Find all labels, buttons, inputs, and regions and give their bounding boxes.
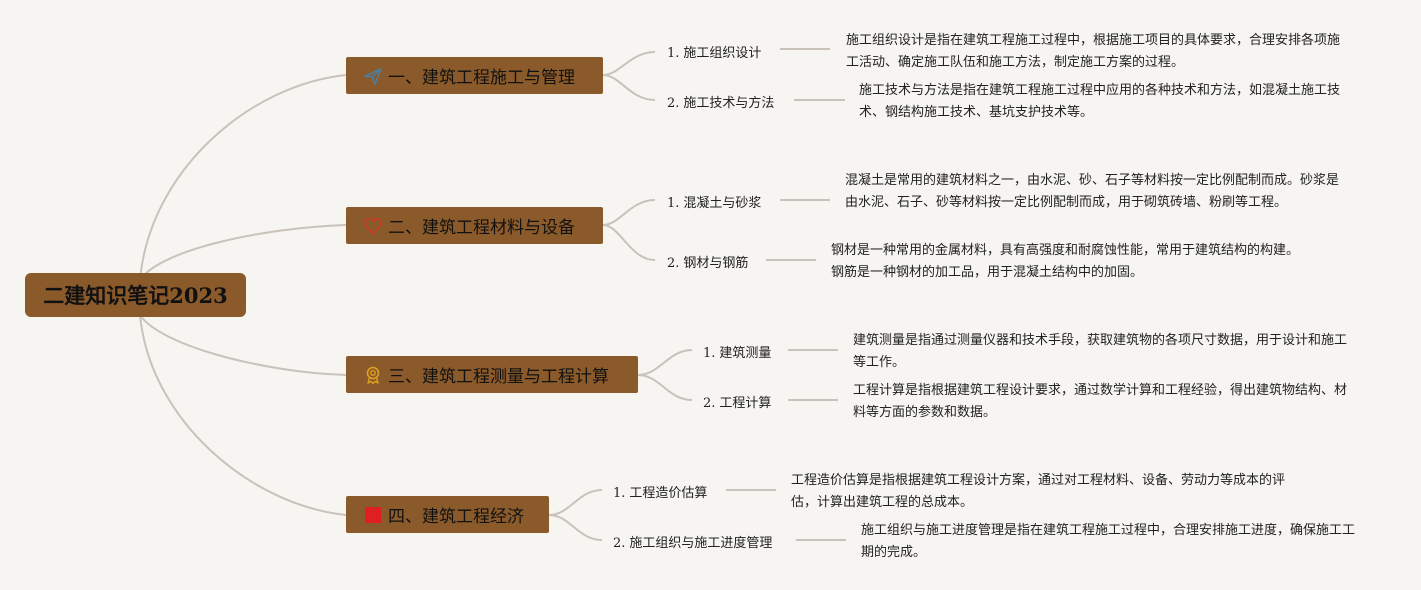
root-node[interactable]: 二建知识笔记2023 (25, 273, 246, 317)
branch-title: 一、建筑工程施工与管理 (388, 68, 575, 88)
heart-icon (362, 215, 384, 237)
red-square-icon (362, 504, 384, 526)
branch3-link-1 (637, 349, 693, 376)
sub-node-3-2[interactable]: 2.工程计算 (703, 396, 772, 411)
desc-4-1: 工程造价估算是指根据建筑工程设计方案，通过对工程材料、设备、劳动力等成本的评估，… (791, 473, 1286, 510)
sub-node-2-2[interactable]: 2.钢材与钢筋 (667, 256, 749, 271)
branch4-link-1 (548, 489, 603, 516)
root-link-1 (139, 74, 347, 281)
branch-node-1[interactable]: 一、建筑工程施工与管理 (346, 57, 603, 94)
root-link-3 (139, 314, 347, 376)
sub-node-1-2[interactable]: 2.施工技术与方法 (667, 96, 775, 111)
branch-node-2[interactable]: 二、建筑工程材料与设备 (346, 207, 603, 244)
paper-plane-icon (362, 65, 384, 87)
branch-title: 三、建筑工程测量与工程计算 (388, 367, 609, 387)
desc-2-1: 混凝土是常用的建筑材料之一，由水泥、砂、石子等材料按一定比例配制而成。砂浆是由水… (845, 173, 1340, 210)
root-link-2 (139, 224, 347, 281)
branch1-link-1 (602, 51, 656, 76)
root-title: 二建知识笔记2023 (43, 283, 228, 308)
branch2-link-1 (602, 199, 656, 226)
branch2-link-2 (602, 224, 656, 261)
root-link-4 (139, 314, 347, 516)
desc-4-2: 施工组织与施工进度管理是指在建筑工程施工过程中，合理安排施工进度，确保施工工期的… (861, 523, 1356, 560)
sub-node-2-1[interactable]: 1.混凝土与砂浆 (667, 196, 762, 211)
sub-node-3-1[interactable]: 1.建筑测量 (703, 346, 772, 361)
branch-node-4[interactable]: 四、建筑工程经济 (346, 496, 549, 533)
branch3-link-2 (637, 374, 693, 401)
desc-1-1: 施工组织设计是指在建筑工程施工过程中，根据施工项目的具体要求，合理安排各项施工活… (846, 33, 1341, 70)
branch-title: 四、建筑工程经济 (388, 507, 524, 527)
desc-1-2: 施工技术与方法是指在建筑工程施工过程中应用的各种技术和方法，如混凝土施工技术、钢… (859, 83, 1341, 120)
sub-node-1-1[interactable]: 1.施工组织设计 (667, 46, 762, 61)
desc-3-2: 工程计算是指根据建筑工程设计要求，通过数学计算和工程经验，得出建筑物结构、材料等… (853, 383, 1348, 420)
branch4-link-2 (548, 514, 603, 541)
branch1-link-2 (602, 74, 656, 101)
sub-node-4-1[interactable]: 1.工程造价估算 (613, 486, 708, 501)
branch-title: 二、建筑工程材料与设备 (388, 218, 575, 238)
desc-3-1: 建筑测量是指通过测量仪器和技术手段，获取建筑物的各项尺寸数据，用于设计和施工等工… (853, 333, 1348, 370)
desc-2-2: 钢材是一种常用的金属材料，具有高强度和耐腐蚀性能，常用于建筑结构的构建。钢筋是一… (831, 243, 1300, 280)
sub-node-4-2[interactable]: 2.施工组织与施工进度管理 (613, 536, 773, 551)
award-ribbon-icon (362, 364, 384, 386)
branch-node-3[interactable]: 三、建筑工程测量与工程计算 (346, 356, 638, 393)
